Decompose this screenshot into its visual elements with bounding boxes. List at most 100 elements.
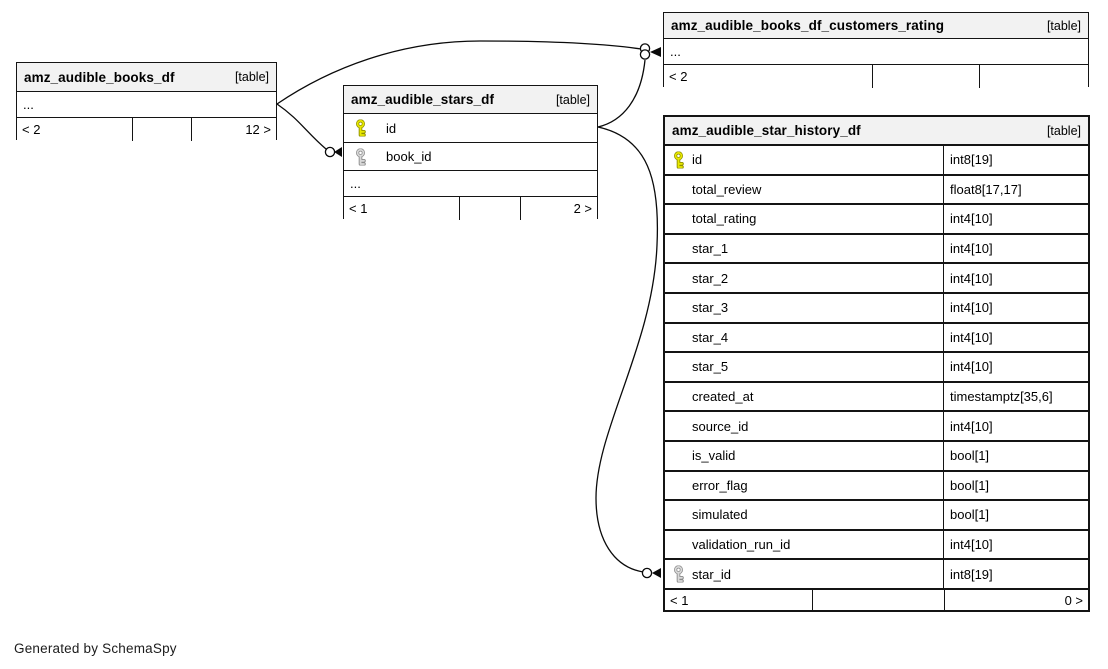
column-name: created_at bbox=[692, 389, 754, 405]
column-type: float8[17,17] bbox=[943, 175, 1088, 204]
column-row-id: id bbox=[344, 114, 597, 143]
column-name: star_4 bbox=[692, 329, 729, 345]
table-title-amz_audible_books_df_customers_rating[interactable]: amz_audible_books_df_customers_rating bbox=[671, 18, 945, 33]
generator-note: Generated by SchemaSpy bbox=[14, 641, 177, 656]
foreign-key-icon bbox=[674, 565, 684, 583]
table-title-amz_audible_star_history_df[interactable]: amz_audible_star_history_df bbox=[672, 123, 861, 138]
column-name: total_rating bbox=[692, 211, 757, 227]
column-row-created_at: created_at timestamptz[35,6] bbox=[665, 382, 1088, 413]
table-amz_audible_star_history_df: amz_audible_star_history_df [table] id int8… bbox=[663, 115, 1090, 612]
column-name: total_review bbox=[692, 181, 762, 197]
footer-spacer bbox=[873, 65, 980, 88]
column-type: timestamptz[35,6] bbox=[943, 382, 1088, 411]
column-name: star_5 bbox=[692, 359, 729, 375]
children-count: < 2 bbox=[17, 118, 133, 141]
column-type: int4[10] bbox=[943, 353, 1088, 381]
column-type: int8[19] bbox=[943, 146, 1088, 174]
column-row-star_2: star_2 int4[10] bbox=[665, 264, 1088, 294]
column-name: ... bbox=[23, 97, 34, 112]
relationship-amz_audible_books_df-to-amz_audible_stars_df.book_id bbox=[276, 103, 342, 158]
columns-elided-row: ... bbox=[344, 171, 597, 196]
column-name: star_2 bbox=[692, 270, 729, 286]
zero-or-more-circle-marker bbox=[639, 49, 651, 60]
column-name: source_id bbox=[692, 418, 749, 434]
column-row-total_review: total_review float8[17,17] bbox=[665, 175, 1088, 206]
column-name: book_id bbox=[386, 149, 432, 164]
column-name: error_flag bbox=[692, 477, 748, 493]
table-type-tag: [table] bbox=[234, 70, 269, 84]
column-name: ... bbox=[670, 44, 681, 59]
parents-count: 12 > bbox=[245, 122, 271, 137]
parents-count: 0 > bbox=[1064, 592, 1083, 608]
primary-key-icon bbox=[356, 119, 366, 137]
foreign-key-arrow-marker bbox=[650, 47, 661, 57]
foreign-key-icon bbox=[356, 148, 366, 165]
column-name: validation_run_id bbox=[692, 537, 791, 553]
children-count: < 1 bbox=[344, 197, 460, 220]
column-row-simulated: simulated bool[1] bbox=[665, 501, 1088, 531]
parents-count: 2 > bbox=[573, 201, 592, 216]
table-title-amz_audible_stars_df[interactable]: amz_audible_stars_df bbox=[351, 92, 495, 107]
table-type-tag: [table] bbox=[1046, 123, 1081, 138]
column-type: bool[1] bbox=[943, 471, 1088, 500]
table-amz_audible_stars_df: amz_audible_stars_df [table] id book_id...<… bbox=[343, 85, 598, 220]
table-type-tag: [table] bbox=[555, 92, 590, 107]
table-amz_audible_books_df: amz_audible_books_df [table]... < 2 12 > bbox=[16, 62, 277, 141]
column-row-star_5: star_5 int4[10] bbox=[665, 353, 1088, 383]
table-header: amz_audible_star_history_df [table] bbox=[665, 117, 1088, 146]
table-header: amz_audible_stars_df [table] bbox=[344, 86, 597, 114]
column-type: int4[10] bbox=[943, 293, 1088, 322]
column-type: bool[1] bbox=[943, 441, 1088, 470]
column-name: is_valid bbox=[692, 448, 736, 464]
column-row-is_valid: is_valid bool[1] bbox=[665, 441, 1088, 472]
column-type: int4[10] bbox=[943, 264, 1088, 292]
table-header: amz_audible_books_df_customers_rating [ta… bbox=[664, 13, 1088, 39]
foreign-key-arrow-marker bbox=[652, 568, 661, 578]
table-header: amz_audible_books_df [table] bbox=[17, 63, 276, 92]
column-row-star_id: star_id int8[19] bbox=[665, 560, 1088, 588]
column-name: star_id bbox=[692, 566, 732, 582]
zero-or-more-circle-marker bbox=[324, 146, 336, 158]
column-row-id: id int8[19] bbox=[665, 146, 1088, 176]
column-row-error_flag: error_flag bool[1] bbox=[665, 471, 1088, 502]
table-footer: < 2 bbox=[664, 64, 1088, 88]
table-footer: < 1 0 > bbox=[665, 588, 1088, 610]
column-name: star_1 bbox=[692, 241, 729, 257]
footer-spacer bbox=[813, 590, 945, 610]
column-name: id bbox=[692, 152, 703, 168]
columns-elided-row: ... bbox=[17, 92, 276, 117]
columns-elided-row: ... bbox=[664, 39, 1088, 64]
column-type: int8[19] bbox=[943, 560, 1088, 588]
column-type: int4[10] bbox=[943, 205, 1088, 233]
table-title-amz_audible_books_df[interactable]: amz_audible_books_df bbox=[24, 69, 175, 85]
parents-count bbox=[980, 65, 1088, 88]
children-count: < 2 bbox=[664, 65, 873, 88]
column-type: int4[10] bbox=[943, 234, 1088, 263]
column-type: int4[10] bbox=[943, 530, 1088, 559]
footer-spacer bbox=[460, 197, 521, 220]
relationship-amz_audible_stars_df.id-to-amz_audible_star_history_df.star_id bbox=[595, 126, 661, 579]
column-row-total_rating: total_rating int4[10] bbox=[665, 205, 1088, 235]
table-amz_audible_books_df_customers_rating: amz_audible_books_df_customers_rating [ta… bbox=[663, 12, 1089, 88]
column-type: bool[1] bbox=[943, 501, 1088, 529]
column-row-source_id: source_id int4[10] bbox=[665, 412, 1088, 442]
column-row-validation_run_id: validation_run_id int4[10] bbox=[665, 530, 1088, 561]
column-name: star_3 bbox=[692, 300, 729, 316]
column-name: id bbox=[386, 120, 397, 136]
table-type-tag: [table] bbox=[1046, 18, 1081, 33]
foreign-key-arrow-marker bbox=[334, 147, 342, 157]
column-row-star_4: star_4 int4[10] bbox=[665, 323, 1088, 354]
primary-key-icon bbox=[674, 151, 684, 169]
footer-spacer bbox=[133, 118, 192, 141]
zero-or-more-circle-marker bbox=[641, 567, 653, 579]
column-name: simulated bbox=[692, 507, 748, 523]
relationship-amz_audible_stars_df.id-to-amz_audible_books_df_customers_rating bbox=[597, 49, 651, 128]
table-footer: < 2 12 > bbox=[17, 117, 276, 141]
column-row-star_3: star_3 int4[10] bbox=[665, 293, 1088, 324]
column-row-book_id: book_id bbox=[344, 143, 597, 171]
column-type: int4[10] bbox=[943, 323, 1088, 352]
column-type: int4[10] bbox=[943, 412, 1088, 440]
children-count: < 1 bbox=[665, 590, 813, 610]
